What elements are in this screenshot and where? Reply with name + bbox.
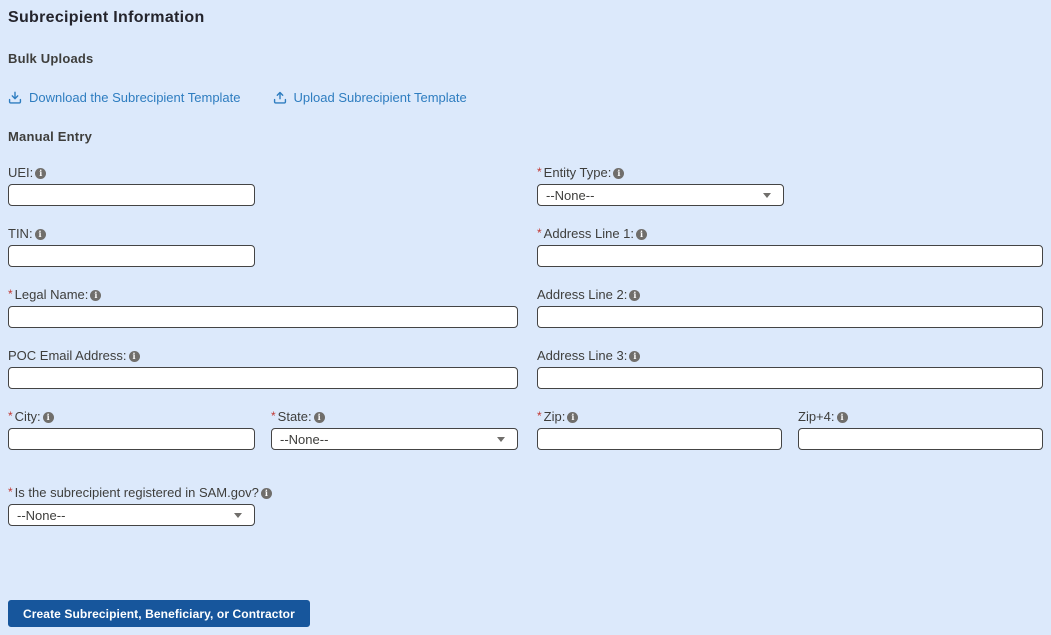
download-icon xyxy=(8,91,22,105)
info-icon[interactable] xyxy=(613,168,625,179)
address-line-3-input[interactable] xyxy=(537,367,1043,389)
manual-entry-form: UEI: *Entity Type: --None-- xyxy=(8,165,1043,627)
poc-email-label-text: POC Email Address: xyxy=(8,348,127,363)
field-address-line-3: Address Line 3: xyxy=(537,348,1043,389)
manual-entry-heading: Manual Entry xyxy=(8,129,93,144)
sam-registered-label: *Is the subrecipient registered in SAM.g… xyxy=(8,485,272,500)
city-input[interactable] xyxy=(8,428,255,450)
address-line-3-label: Address Line 3: xyxy=(537,348,1043,363)
form-row-3: *Legal Name: Address Line 2: xyxy=(8,287,1043,328)
state-selected-value: --None-- xyxy=(280,431,329,447)
field-uei: UEI: xyxy=(8,165,255,206)
uei-input[interactable] xyxy=(8,184,255,206)
poc-email-label: POC Email Address: xyxy=(8,348,518,363)
tin-input[interactable] xyxy=(8,245,255,267)
field-state: *State: --None-- xyxy=(271,409,518,450)
info-icon[interactable] xyxy=(35,168,47,179)
upload-template-link[interactable]: Upload Subrecipient Template xyxy=(273,90,467,105)
zip4-label: Zip+4: xyxy=(798,409,1043,424)
info-icon[interactable] xyxy=(34,229,46,240)
address-line-1-label: *Address Line 1: xyxy=(537,226,1043,241)
required-marker: * xyxy=(8,409,13,423)
info-icon[interactable] xyxy=(128,351,140,362)
field-zip: *Zip: xyxy=(537,409,782,450)
field-sam-registered: *Is the subrecipient registered in SAM.g… xyxy=(8,485,272,526)
zip-label-text: Zip: xyxy=(543,409,566,424)
required-marker: * xyxy=(537,165,542,179)
upload-template-label: Upload Subrecipient Template xyxy=(293,90,467,105)
city-label-text: City: xyxy=(14,409,41,424)
state-select[interactable]: --None-- xyxy=(271,428,518,450)
entity-type-selected-value: --None-- xyxy=(546,187,595,203)
field-zip4: Zip+4: xyxy=(798,409,1043,450)
required-marker: * xyxy=(8,287,13,301)
uei-label-text: UEI: xyxy=(8,165,34,180)
field-address-line-1: *Address Line 1: xyxy=(537,226,1043,267)
zip4-input[interactable] xyxy=(798,428,1043,450)
info-icon[interactable] xyxy=(629,290,641,301)
zip-label: *Zip: xyxy=(537,409,782,424)
field-entity-type: *Entity Type: --None-- xyxy=(537,165,784,206)
form-row-5: *City: *State: --None-- xyxy=(8,409,1043,450)
city-label: *City: xyxy=(8,409,255,424)
address-line-2-label-text: Address Line 2: xyxy=(537,287,628,302)
required-marker: * xyxy=(271,409,276,423)
poc-email-input[interactable] xyxy=(8,367,518,389)
entity-type-select[interactable]: --None-- xyxy=(537,184,784,206)
field-city: *City: xyxy=(8,409,255,450)
address-line-2-input[interactable] xyxy=(537,306,1043,328)
sam-registered-label-text: Is the subrecipient registered in SAM.go… xyxy=(14,485,259,500)
legal-name-label-text: Legal Name: xyxy=(14,287,89,302)
info-icon[interactable] xyxy=(90,290,102,301)
upload-icon xyxy=(273,91,287,105)
field-poc-email: POC Email Address: xyxy=(8,348,518,389)
state-label: *State: xyxy=(271,409,518,424)
address-line-1-label-text: Address Line 1: xyxy=(543,226,635,241)
create-subrecipient-button[interactable]: Create Subrecipient, Beneficiary, or Con… xyxy=(8,600,310,627)
legal-name-input[interactable] xyxy=(8,306,518,328)
legal-name-label: *Legal Name: xyxy=(8,287,518,302)
address-line-3-label-text: Address Line 3: xyxy=(537,348,628,363)
template-links-row: Download the Subrecipient Template Uploa… xyxy=(8,90,1043,105)
chevron-down-icon xyxy=(234,512,242,518)
sam-registered-selected-value: --None-- xyxy=(17,507,66,523)
form-row-2: TIN: *Address Line 1: xyxy=(8,226,1043,267)
sam-registered-select[interactable]: --None-- xyxy=(8,504,255,526)
info-icon[interactable] xyxy=(629,351,641,362)
download-template-label: Download the Subrecipient Template xyxy=(29,90,241,105)
required-marker: * xyxy=(537,226,542,240)
required-marker: * xyxy=(8,485,13,499)
chevron-down-icon xyxy=(497,436,505,442)
field-tin: TIN: xyxy=(8,226,255,267)
state-label-text: State: xyxy=(277,409,312,424)
zip-input[interactable] xyxy=(537,428,782,450)
field-legal-name: *Legal Name: xyxy=(8,287,518,328)
info-icon[interactable] xyxy=(313,412,325,423)
page-title: Subrecipient Information xyxy=(8,9,205,26)
tin-label: TIN: xyxy=(8,226,255,241)
entity-type-label-text: Entity Type: xyxy=(543,165,612,180)
info-icon[interactable] xyxy=(836,412,848,423)
tin-label-text: TIN: xyxy=(8,226,33,241)
bulk-uploads-heading: Bulk Uploads xyxy=(8,51,94,66)
info-icon[interactable] xyxy=(42,412,54,423)
entity-type-label: *Entity Type: xyxy=(537,165,784,180)
zip4-label-text: Zip+4: xyxy=(798,409,835,424)
info-icon[interactable] xyxy=(260,488,272,499)
form-row-sam: *Is the subrecipient registered in SAM.g… xyxy=(8,485,1043,526)
uei-label: UEI: xyxy=(8,165,255,180)
address-line-2-label: Address Line 2: xyxy=(537,287,1043,302)
download-template-link[interactable]: Download the Subrecipient Template xyxy=(8,90,241,105)
chevron-down-icon xyxy=(763,192,771,198)
form-row-4: POC Email Address: Address Line 3: xyxy=(8,348,1043,389)
info-icon[interactable] xyxy=(636,229,648,240)
form-row-1: UEI: *Entity Type: --None-- xyxy=(8,165,1043,206)
info-icon[interactable] xyxy=(567,412,579,423)
field-address-line-2: Address Line 2: xyxy=(537,287,1043,328)
address-line-1-input[interactable] xyxy=(537,245,1043,267)
required-marker: * xyxy=(537,409,542,423)
